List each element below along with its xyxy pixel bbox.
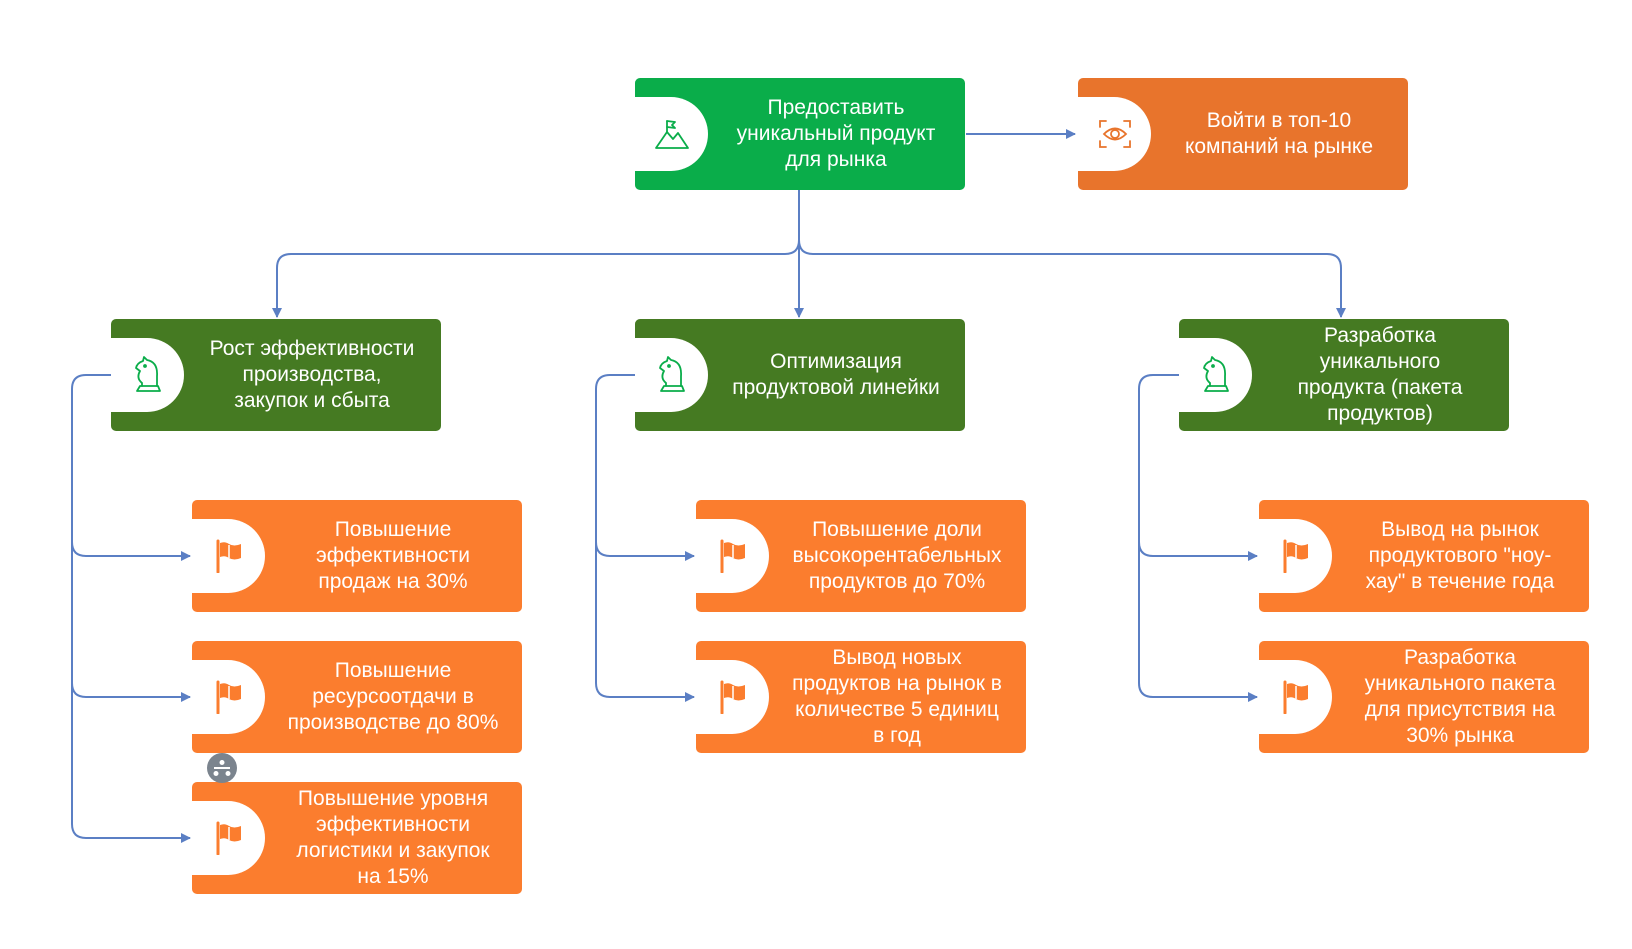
eye-icon — [1098, 120, 1131, 148]
flag-icon — [720, 680, 745, 714]
strategy-3-icon-tab — [1179, 338, 1252, 412]
flag-icon — [720, 539, 745, 573]
objective-node-3-2[interactable]: Разработка уникального пакета для присут… — [1259, 641, 1589, 753]
objective-label: Разработка уникального пакета для присут… — [1364, 646, 1556, 747]
objective-label: Повышение доли высокорентабельных продук… — [792, 518, 1002, 593]
objective-label: Вывод на рынок продуктового "ноу- хау" в… — [1365, 518, 1555, 593]
flag-icon — [1283, 539, 1308, 573]
objective-icon-tab — [696, 660, 769, 734]
objective-label: Повышение ресурсоотдачи в производстве д… — [287, 659, 499, 734]
strategy-node-3[interactable]: Разработка уникального продукта (пакета … — [1179, 319, 1509, 431]
objective-icon-tab — [696, 519, 769, 593]
connector-strategy-3-obj-1 — [1138, 541, 1258, 561]
strategy-node-2[interactable]: Оптимизация продуктовой линейки — [635, 319, 965, 431]
goal-node[interactable]: Предоставить уникальный продукт для рынк… — [635, 78, 965, 190]
goal-icon-tab — [635, 97, 708, 171]
connector-strategy-3-trunk — [1138, 374, 1258, 702]
objective-label: Повышение эффективности продаж на 30% — [315, 518, 470, 593]
mountain-flag-icon — [654, 120, 689, 149]
objective-node-1-1[interactable]: Повышение эффективности продаж на 30% — [192, 500, 522, 612]
strategy-3-label: Разработка уникального продукта (пакета … — [1297, 324, 1463, 425]
connector-strategy-2-trunk — [595, 374, 695, 702]
objective-node-2-2[interactable]: Вывод новых продуктов на рынок в количес… — [696, 641, 1026, 753]
strategy-node-1[interactable]: Рост эффективности производства, закупок… — [111, 319, 441, 431]
flag-icon — [1283, 680, 1308, 714]
objective-icon-tab — [1259, 519, 1332, 593]
objective-icon-tab — [1259, 660, 1332, 734]
chess-knight-icon — [1202, 356, 1229, 392]
connector-goal-to-strategy-1 — [272, 190, 800, 318]
objective-icon-tab — [192, 519, 265, 593]
vision-icon-tab — [1078, 97, 1151, 171]
objective-node-2-1[interactable]: Повышение доли высокорентабельных продук… — [696, 500, 1026, 612]
goal-label: Предоставить уникальный продукт для рынк… — [736, 96, 936, 171]
flag-icon — [216, 539, 241, 573]
strategy-2-icon-tab — [635, 338, 708, 412]
connector-strategy-1-obj-1 — [71, 541, 191, 561]
strategy-1-icon-tab — [111, 338, 184, 412]
collapse-branch-button[interactable] — [207, 753, 237, 783]
connector-strategy-1-obj-2 — [71, 682, 191, 702]
objective-node-1-2[interactable]: Повышение ресурсоотдачи в производстве д… — [192, 641, 522, 753]
strategy-1-label: Рост эффективности производства, закупок… — [209, 337, 415, 412]
objective-icon-tab — [192, 801, 265, 875]
vision-label: Войти в топ-10 компаний на рынке — [1184, 109, 1374, 158]
strategy-2-label: Оптимизация продуктовой линейки — [732, 350, 940, 399]
objective-node-1-3[interactable]: Повышение уровня эффективности логистики… — [192, 782, 522, 894]
connector-strategy-2-obj-1 — [595, 541, 695, 561]
objective-label: Вывод новых продуктов на рынок в количес… — [792, 646, 1002, 747]
chess-knight-icon — [658, 356, 685, 392]
flag-icon — [216, 680, 241, 714]
connector-strategy-1-trunk — [71, 374, 191, 843]
connector-goal-to-strategy-3 — [798, 239, 1346, 318]
objective-label: Повышение уровня эффективности логистики… — [296, 787, 490, 888]
objective-node-3-1[interactable]: Вывод на рынок продуктового "ноу- хау" в… — [1259, 500, 1589, 612]
objective-icon-tab — [192, 660, 265, 734]
vision-node[interactable]: Войти в топ-10 компаний на рынке — [1078, 78, 1408, 190]
chess-knight-icon — [134, 356, 161, 392]
flag-icon — [216, 821, 241, 855]
collapse-icon — [213, 760, 231, 776]
